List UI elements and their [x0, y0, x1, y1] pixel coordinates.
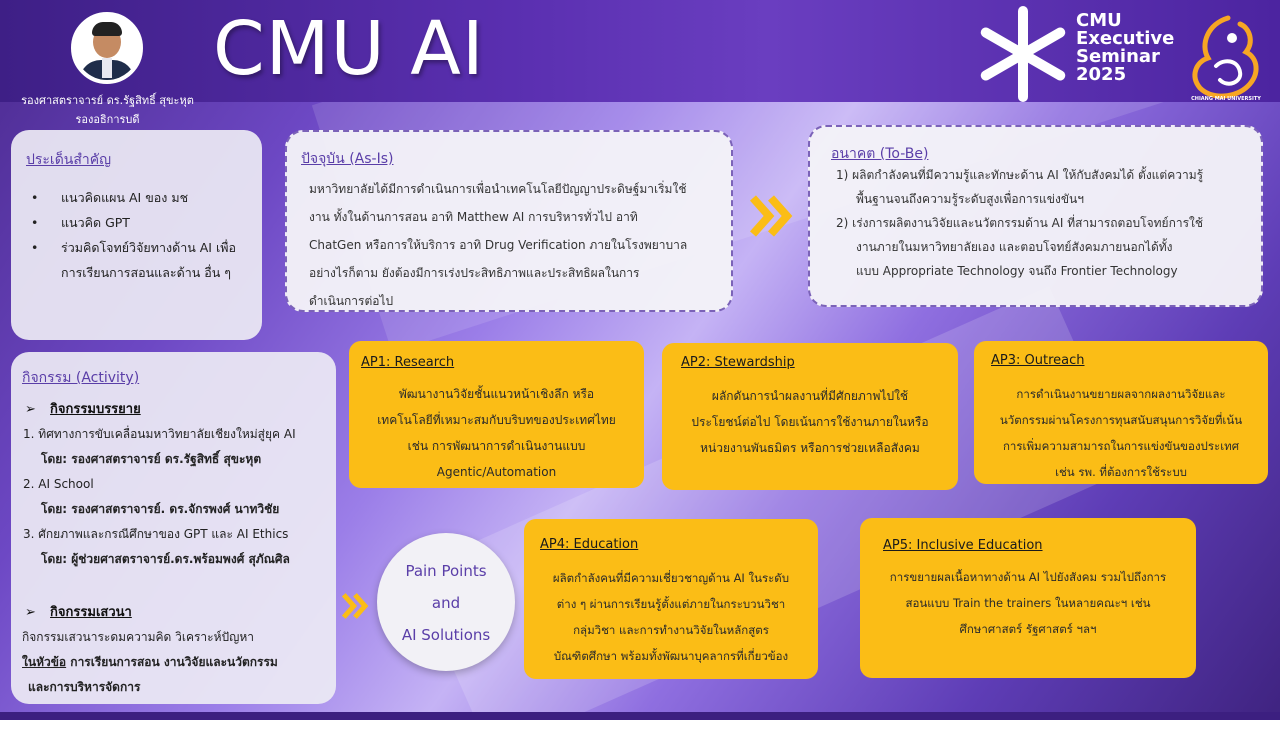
- ap-text: พัฒนางานวิจัยชั้นแนวหน้าเชิงลึก หรือเทคโ…: [377, 387, 616, 479]
- as-is-title: ปัจจุบัน (As-Is): [301, 151, 394, 167]
- ap5-inclusive-education-card: AP5: Inclusive Education การขยายผลเนื้อห…: [860, 518, 1196, 678]
- ap-text: การดำเนินงานขยายผลจากผลงานวิจัยและนวัตกร…: [999, 387, 1243, 479]
- list-item: •แนวคิด GPT: [31, 215, 130, 230]
- double-chevron-right-icon: [750, 195, 793, 237]
- as-is-text: มหาวิทยาลัยได้มีการดำเนินการเพื่อนำเทคโน…: [309, 182, 688, 308]
- list-item: •แนวคิดแผน AI ของ มช: [31, 190, 189, 205]
- to-be-panel: อนาคต (To-Be) 1) ผลิตกำลังคนที่มีความรู้…: [808, 125, 1263, 307]
- lecture-list: 1. ทิศทางการขับเคลื่อนมหาวิทยาลัยเชียงให…: [23, 422, 333, 572]
- as-is-panel: ปัจจุบัน (As-Is) มหาวิทยาลัยได้มีการดำเน…: [285, 130, 733, 312]
- ap-text: ผลักดันการนำผลงานที่มีศักยภาพไปใช้ประโยช…: [691, 389, 929, 455]
- key-issues-list: •แนวคิดแผน AI ของ มช •แนวคิด GPT •ร่วมคิ…: [31, 185, 256, 285]
- seminar-text: กิจกรรมเสวนาระดมความคิด วิเคราะห์ปัญหา ใ…: [22, 630, 278, 694]
- to-be-title: อนาคต (To-Be): [831, 146, 929, 162]
- ap-title: AP1: Research: [361, 355, 455, 370]
- ap-text: การขยายผลเนื้อหาทางด้าน AI ไปยังสังคม รว…: [889, 570, 1167, 636]
- ap-title: AP4: Education: [540, 537, 639, 552]
- ap4-education-card: AP4: Education ผลิตกำลังคนที่มีความเชี่ย…: [524, 519, 818, 679]
- seminar-heading: ➢ กิจกรรมเสวนา: [25, 605, 132, 620]
- cmu-anniversary-seal-icon: [1192, 15, 1259, 99]
- speaker: โดย: รองศาสตราจารย์. ดร.จักรพงศ์ นาทวิชั…: [41, 502, 280, 516]
- ap-text: ผลิตกำลังคนที่มีความเชี่ยวชาญด้าน AI ในร…: [552, 571, 790, 663]
- lecture-heading: ➢ กิจกรรมบรรยาย: [25, 402, 141, 417]
- key-issues-panel: ประเด็นสำคัญ •แนวคิดแผน AI ของ มช •แนวคิ…: [11, 130, 262, 340]
- activity-panel: กิจกรรม (Activity) ➢ กิจกรรมบรรยาย 1. ทิ…: [11, 352, 336, 704]
- presenter-avatar: [71, 12, 143, 84]
- arrow-bullet-icon: ➢: [25, 605, 36, 620]
- presenter-role: รองอธิการบดี: [75, 113, 140, 126]
- cmu-star-logo-icon: [980, 6, 1066, 102]
- pain-points-circle: Pain Points and AI Solutions: [377, 533, 515, 671]
- ap-title: AP5: Inclusive Education: [883, 538, 1043, 553]
- university-name: CHIANG MAI UNIVERSITY: [1191, 96, 1261, 102]
- ap-title: AP3: Outreach: [991, 353, 1085, 368]
- activity-title: กิจกรรม (Activity): [22, 370, 140, 386]
- list-item: 1. ทิศทางการขับเคลื่อนมหาวิทยาลัยเชียงให…: [23, 427, 296, 441]
- key-issues-title: ประเด็นสำคัญ: [26, 152, 112, 168]
- presenter-name: รองศาสตราจารย์ ดร.รัฐสิทธิ์ สุขะหุต: [21, 94, 194, 107]
- to-be-text: 1) ผลิตกำลังคนที่มีความรู้และทักษะด้าน A…: [836, 168, 1204, 278]
- speaker: โดย: รองศาสตราจารย์ ดร.รัฐสิทธิ์ สุขะหุต: [41, 452, 262, 466]
- double-chevron-right-icon: [341, 593, 369, 619]
- ap2-stewardship-card: AP2: Stewardship ผลักดันการนำผลงานที่มีศ…: [662, 343, 958, 490]
- list-item: 2. AI School: [23, 477, 94, 491]
- header-bar: [0, 0, 1280, 102]
- speaker: โดย: ผู้ช่วยศาสตราจารย์.ดร.พร้อมพงศ์ สุภ…: [41, 552, 290, 566]
- list-item: 3. ศักยภาพและกรณีศึกษาของ GPT และ AI Eth…: [23, 527, 289, 541]
- ap-title: AP2: Stewardship: [681, 355, 795, 370]
- ap3-outreach-card: AP3: Outreach การดำเนินงานขยายผลจากผลงาน…: [974, 341, 1268, 484]
- footer-bar: [0, 712, 1280, 720]
- ap1-research-card: AP1: Research พัฒนางานวิจัยชั้นแนวหน้าเช…: [349, 341, 644, 488]
- seminar-logo-text: CMU Executive Seminar 2025: [1076, 10, 1175, 85]
- arrow-bullet-icon: ➢: [25, 402, 36, 417]
- list-item: •ร่วมคิดโจทย์วิจัยทางด้าน AI เพื่อการเรี…: [31, 240, 236, 280]
- page-title: CMU AI: [213, 6, 485, 92]
